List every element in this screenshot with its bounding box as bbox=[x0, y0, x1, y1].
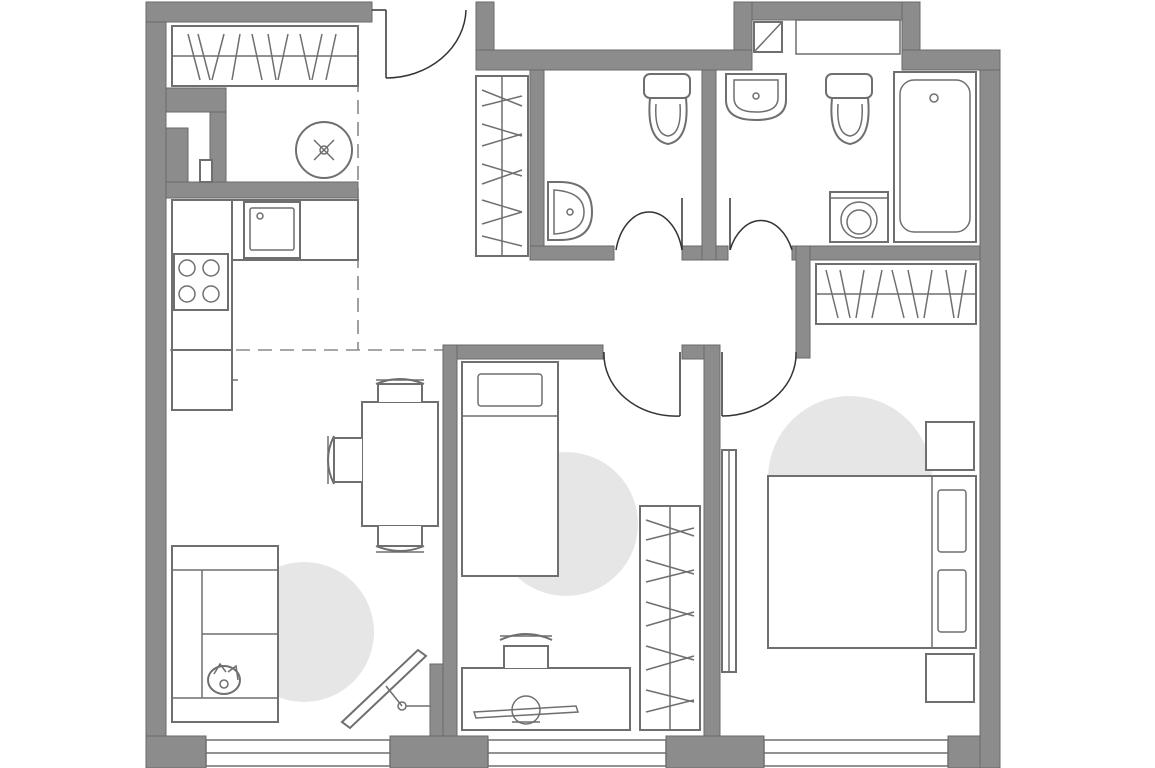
fridge bbox=[171, 349, 233, 411]
toilet-icon bbox=[825, 73, 873, 146]
bathroom bbox=[725, 71, 977, 243]
bathroom-door bbox=[729, 219, 793, 251]
desk-icon bbox=[461, 667, 631, 731]
entry-hall bbox=[171, 25, 529, 257]
sofa-icon bbox=[171, 545, 279, 723]
kitchen bbox=[171, 199, 359, 411]
window-bathroom-vent bbox=[795, 19, 901, 55]
chair-icon bbox=[327, 435, 362, 485]
sink-icon bbox=[243, 201, 301, 259]
bathtub-icon bbox=[893, 71, 977, 243]
sink-icon bbox=[547, 181, 594, 241]
living-area bbox=[171, 545, 430, 730]
wardrobe-icon bbox=[171, 25, 359, 87]
stove-icon bbox=[173, 253, 229, 311]
wardrobe-icon bbox=[639, 505, 701, 731]
doors bbox=[372, 9, 797, 417]
bed-icon bbox=[461, 361, 559, 577]
chair-icon bbox=[375, 378, 425, 402]
nightstand-icon bbox=[925, 421, 975, 471]
windows bbox=[205, 19, 949, 767]
cat-icon bbox=[207, 662, 241, 695]
washbasin-icon bbox=[725, 73, 787, 122]
mirror-icon bbox=[721, 449, 737, 673]
toilet-icon bbox=[643, 73, 691, 146]
master-bedroom bbox=[721, 263, 977, 703]
floor-lamp-icon bbox=[340, 648, 430, 730]
double-bed-icon bbox=[767, 475, 977, 649]
dining-table-icon bbox=[361, 401, 439, 527]
walls bbox=[145, 1, 1001, 768]
master-bedroom-door bbox=[721, 351, 797, 417]
wardrobe-icon bbox=[815, 263, 977, 325]
dining-area bbox=[327, 378, 439, 553]
floor-drain-icon bbox=[295, 121, 353, 179]
toilet-room bbox=[547, 73, 691, 241]
hall-wardrobe-icon bbox=[475, 75, 529, 257]
chair-icon bbox=[375, 526, 425, 553]
small-bedroom-door bbox=[603, 351, 681, 417]
nightstand-icon bbox=[925, 653, 975, 703]
washing-machine-icon bbox=[829, 191, 889, 243]
small-bedroom bbox=[461, 361, 701, 731]
chair-icon bbox=[499, 633, 553, 668]
toilet-door bbox=[615, 211, 683, 251]
meter-box bbox=[199, 159, 213, 183]
